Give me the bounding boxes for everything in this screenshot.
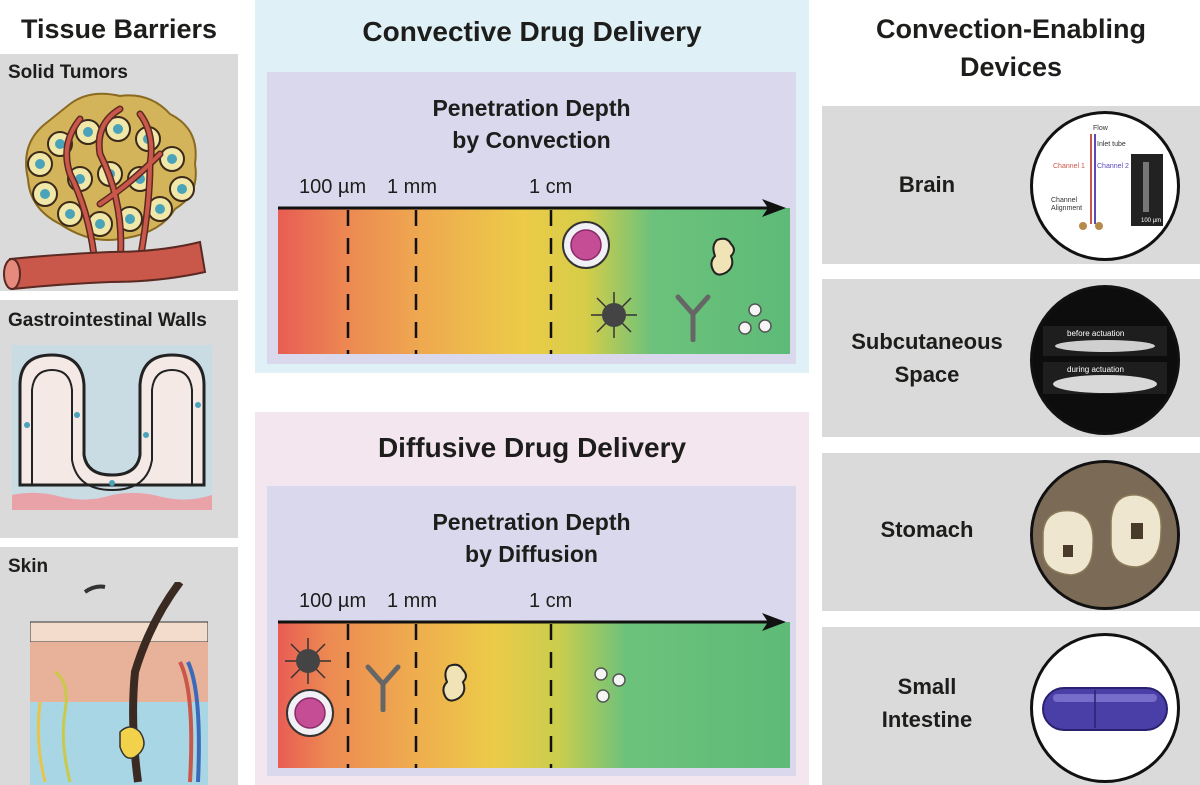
- diffusion-depth-title-line1: Penetration Depth: [432, 509, 631, 535]
- brain-flow-text: Flow: [1093, 125, 1109, 132]
- tick-1cm: 1 cm: [529, 176, 573, 198]
- device-label-small-intestine-line1: Small: [897, 674, 957, 699]
- diffusion-depth-title-line2: by Diffusion: [465, 541, 598, 567]
- virus-icon: [591, 292, 637, 338]
- brain-ch1-text: Channel 1: [1053, 163, 1085, 170]
- gi-walls-panel: Gastrointestinal Walls: [0, 300, 238, 538]
- tick-1cm: 1 cm: [529, 590, 573, 612]
- brain-ch2-text: Channel 2: [1097, 163, 1129, 170]
- small-intestine-device-image: [1030, 633, 1180, 783]
- brain-inlet-text: Inlet tube: [1097, 141, 1126, 148]
- convection-depth-title-line1: Penetration Depth: [432, 95, 631, 121]
- device-label-subcutaneous-line1: Subcutaneous: [851, 329, 1003, 354]
- convection-depth-panel: Penetration Depth by Convection 100 µm 1…: [267, 72, 796, 364]
- brain-align1-text: Channel: [1051, 197, 1078, 204]
- antibody-icon: [675, 294, 711, 342]
- device-panel-stomach: Stomach: [822, 453, 1200, 611]
- device-label-brain: Brain: [898, 172, 956, 197]
- convection-depth-title-line2: by Convection: [452, 127, 611, 153]
- tick-100um: 100 µm: [299, 176, 367, 198]
- brain-device-image: Flow Inlet tube Channel 1 Channel 2 Chan…: [1030, 111, 1180, 261]
- convective-delivery-box: Convective Drug Delivery Penetration Dep…: [255, 0, 809, 373]
- device-panel-subcutaneous: Subcutaneous Space before actuation duri…: [822, 279, 1200, 437]
- tick-100um: 100 µm: [299, 590, 367, 612]
- subq-before-text: before actuation: [1067, 329, 1124, 338]
- skin-panel: Skin: [0, 547, 238, 785]
- tick-1mm: 1 mm: [387, 176, 437, 198]
- subq-during-text: during actuation: [1067, 365, 1124, 374]
- nanoparticles-icon: [738, 303, 772, 335]
- convective-title: Convective Drug Delivery: [362, 16, 702, 47]
- virus-icon: [285, 638, 331, 684]
- diffusion-gradient-bar: [278, 622, 790, 768]
- devices-title-line1: Convection-Enabling: [876, 14, 1146, 44]
- device-label-subcutaneous-line2: Space: [894, 362, 960, 387]
- stomach-device-image: [1030, 460, 1180, 610]
- gi-wall-illustration: [12, 345, 212, 510]
- subcutaneous-device-image: before actuation during actuation: [1030, 285, 1180, 435]
- nanoparticles-icon: [594, 667, 626, 703]
- solid-tumors-panel: Solid Tumors: [0, 54, 238, 291]
- brain-align2-text: Alignment: [1051, 205, 1082, 212]
- solid-tumor-illustration: [3, 92, 207, 291]
- antibody-icon: [365, 664, 401, 712]
- diffusion-depth-panel: Penetration Depth by Diffusion 100 µm 1 …: [267, 486, 796, 776]
- protein-aggregate-icon: [442, 663, 467, 702]
- protein-aggregate-icon: [710, 237, 735, 276]
- device-label-stomach: Stomach: [880, 517, 974, 542]
- brain-scale-text: 100 µm: [1141, 218, 1161, 224]
- skin-illustration: [30, 582, 208, 785]
- convection-axis-overlay: [278, 199, 786, 354]
- tick-1mm: 1 mm: [387, 590, 437, 612]
- device-panel-brain: Brain Flow Inlet tube Channel 1 Channel …: [822, 106, 1200, 264]
- gi-walls-label: Gastrointestinal Walls: [8, 310, 207, 331]
- solid-tumors-label: Solid Tumors: [8, 62, 128, 83]
- diffusive-title: Diffusive Drug Delivery: [377, 432, 687, 463]
- diffusive-delivery-box: Diffusive Drug Delivery Penetration Dept…: [255, 412, 809, 785]
- skin-label: Skin: [8, 556, 49, 577]
- device-panel-small-intestine: Small Intestine: [822, 627, 1200, 785]
- immune-cell-icon: [562, 221, 610, 269]
- diffusion-axis-overlay: [278, 613, 786, 768]
- device-label-small-intestine-line2: Intestine: [881, 707, 973, 732]
- convection-gradient-bar: [278, 208, 790, 354]
- devices-title-line2: Devices: [959, 52, 1063, 82]
- tissue-barriers-title: Tissue Barriers: [20, 14, 218, 44]
- immune-cell-icon: [286, 689, 334, 737]
